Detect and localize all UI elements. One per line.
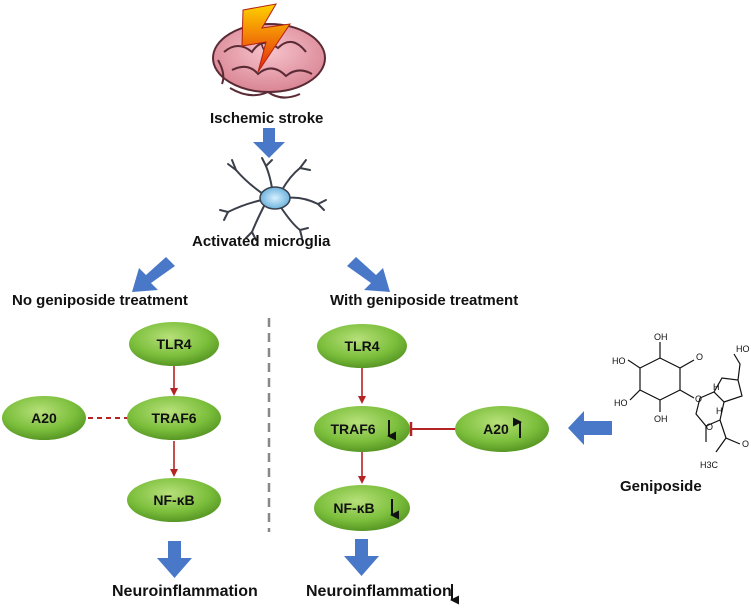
svg-text:O: O <box>696 352 703 362</box>
right-traf6-node <box>314 406 410 452</box>
arrow-stroke-to-microglia <box>253 128 285 158</box>
right-tlr4-node <box>317 324 407 368</box>
right-a20-label: A20 <box>483 421 509 437</box>
svg-text:OH: OH <box>654 332 668 342</box>
arrow-geniposide-to-a20 <box>568 411 612 445</box>
arrow-to-right-panel <box>347 257 390 292</box>
arrow-to-left-panel <box>132 257 175 292</box>
activated-microglia-label: Activated microglia <box>192 233 331 250</box>
left-nfkb-label: NF-κB <box>153 492 194 508</box>
left-tlr4-node <box>129 322 219 366</box>
svg-text:O: O <box>742 439 749 449</box>
right-a20-node <box>455 406 549 452</box>
geniposide-atom-labels: OH HO HO OH O O H H HO O H3C O <box>612 332 750 470</box>
right-panel-heading: With geniposide treatment <box>330 292 519 309</box>
left-a20-node <box>2 396 86 440</box>
left-outcome-arrow <box>157 541 192 578</box>
ischemic-stroke-label: Ischemic stroke <box>210 110 324 127</box>
left-a20-label: A20 <box>31 410 57 426</box>
right-outcome-label: Neuroinflammation <box>306 583 452 600</box>
svg-text:O: O <box>695 394 702 404</box>
right-outcome-arrow <box>344 539 379 576</box>
svg-text:O: O <box>706 422 713 432</box>
geniposide-structure-icon <box>627 342 743 453</box>
svg-text:H: H <box>716 406 723 416</box>
left-outcome-label: Neuroinflammation <box>112 583 258 600</box>
svg-text:HO: HO <box>736 344 750 354</box>
svg-text:H: H <box>713 382 720 392</box>
left-tlr4-label: TLR4 <box>157 336 192 352</box>
left-panel-heading: No geniposide treatment <box>12 292 188 309</box>
svg-text:HO: HO <box>612 356 626 366</box>
svg-text:OH: OH <box>654 414 668 424</box>
left-pathway: TLR4 TRAF6 A20 NF-κB <box>2 322 221 578</box>
right-nfkb-label: NF-κB <box>333 500 374 516</box>
geniposide-label: Geniposide <box>620 478 702 495</box>
right-nfkb-node <box>314 485 410 531</box>
right-pathway: TLR4 TRAF6 A20 NF-κB <box>314 324 549 605</box>
svg-text:HO: HO <box>614 398 628 408</box>
left-traf6-label: TRAF6 <box>151 410 196 426</box>
left-traf6-node <box>127 396 221 440</box>
brain-icon <box>212 23 326 99</box>
right-traf6-label: TRAF6 <box>330 421 375 437</box>
left-nfkb-node <box>127 478 221 522</box>
right-tlr4-label: TLR4 <box>345 338 380 354</box>
svg-text:H3C: H3C <box>700 460 719 470</box>
lightning-icon <box>241 3 292 73</box>
microglia-soma <box>259 186 291 210</box>
